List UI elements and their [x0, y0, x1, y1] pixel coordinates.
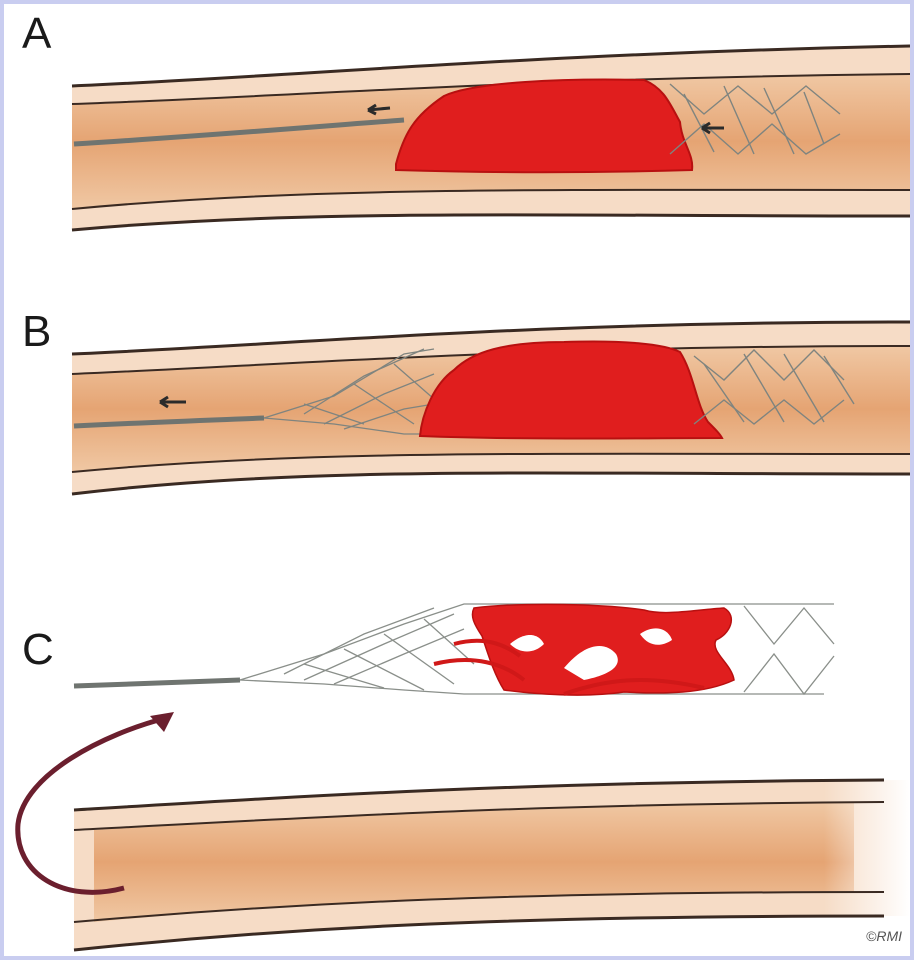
panel-label-a: A	[22, 12, 51, 56]
panel-b	[72, 322, 910, 494]
copyright-credit: ©RMI	[866, 928, 902, 944]
guide-wire	[74, 680, 240, 686]
panel-a	[72, 46, 910, 230]
panel-label-b: B	[22, 310, 51, 354]
illustration	[4, 4, 910, 956]
panel-c	[18, 604, 910, 950]
panel-label-c: C	[22, 628, 54, 672]
